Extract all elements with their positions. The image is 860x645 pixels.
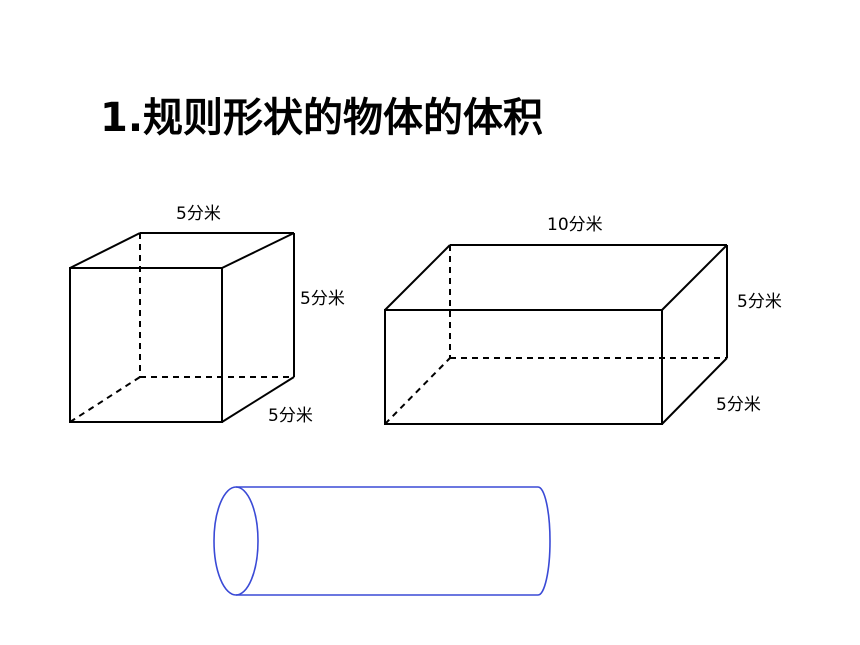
cube-top-right-edge: [221, 232, 295, 269]
cuboid-front-face: [384, 309, 663, 425]
cube-right-height-label: 5分米: [300, 289, 345, 309]
cylinder: [213, 486, 551, 596]
cylinder-right-end: [537, 486, 551, 596]
cube-bottom-right-edge: [221, 376, 295, 423]
cuboid-hidden-bottom-left-edge: [384, 357, 451, 425]
cube-front-face: [69, 267, 223, 423]
cuboid-hidden-edges: [384, 245, 727, 425]
cuboid-bottom-width-label: 5分米: [716, 395, 761, 415]
cube-hidden-edges: [69, 233, 294, 423]
cuboid-bottom-right-edge: [661, 357, 728, 425]
cuboid-top-length-label: 10分米: [547, 215, 603, 235]
cuboid: [384, 244, 728, 425]
cuboid-top-left-edge: [384, 244, 451, 311]
cube-top-left-edge: [69, 232, 141, 269]
cube-bottom-width-label: 5分米: [268, 406, 313, 426]
slide-title: 1.规则形状的物体的体积: [100, 95, 544, 141]
cube-top-length-label: 5分米: [176, 204, 221, 224]
cylinder-left-end: [213, 486, 259, 596]
cube-hidden-bottom-left-edge: [69, 376, 141, 423]
cuboid-right-height-label: 5分米: [737, 292, 782, 312]
cube: [69, 232, 295, 423]
cuboid-top-right-edge: [661, 244, 728, 311]
